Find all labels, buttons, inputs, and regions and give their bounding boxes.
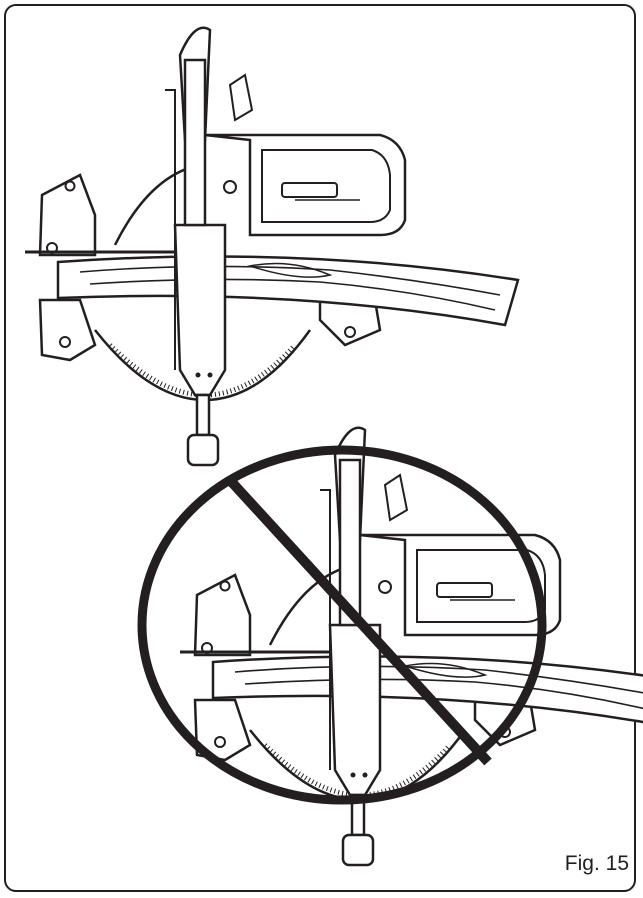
prohibition-circle-slash-icon (137, 445, 547, 805)
figure-caption: Fig. 15 (564, 852, 629, 875)
figure-frame (4, 4, 636, 892)
miter-saw-illustration-incorrect (180, 428, 643, 865)
miter-saw-illustration-correct (25, 28, 518, 465)
